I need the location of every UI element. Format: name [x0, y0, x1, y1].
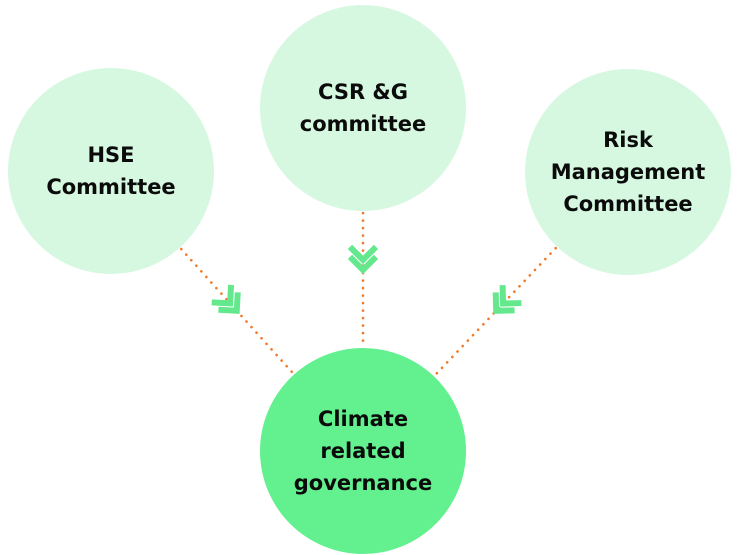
chevron-down-icon: [492, 285, 522, 314]
target-node-climate: Climate related governance: [260, 348, 466, 554]
connector-risk-to-climate: [434, 246, 557, 377]
chevron-outer: [499, 285, 522, 307]
node-label-line: Committee: [46, 175, 175, 199]
source-circle: [260, 5, 466, 211]
node-label-line: Climate: [318, 407, 408, 431]
arrows: [211, 244, 522, 314]
chevron-down-icon: [347, 244, 379, 275]
source-node-csrg: CSR &G committee: [260, 5, 466, 211]
chevron-outer: [211, 284, 235, 307]
source-node-hse: HSE Committee: [8, 68, 214, 274]
node-label-line: committee: [300, 112, 426, 136]
chevron-inner: [347, 254, 379, 275]
node-label-line: HSE: [87, 143, 134, 167]
node-label-line: CSR &G: [318, 80, 408, 104]
node-label-line: Management: [551, 160, 706, 184]
chevron-down-icon: [211, 284, 241, 314]
node-label-line: Committee: [563, 192, 692, 216]
node-label-line: related: [320, 439, 405, 463]
source-circle: [525, 69, 731, 275]
chevron-inner: [492, 292, 515, 314]
node-label-line: governance: [294, 471, 433, 495]
target-circle: [260, 348, 466, 554]
node-label-line: Risk: [603, 128, 654, 152]
chevron-inner: [218, 292, 241, 314]
chevron-outer: [347, 244, 379, 265]
source-circle: [8, 68, 214, 274]
